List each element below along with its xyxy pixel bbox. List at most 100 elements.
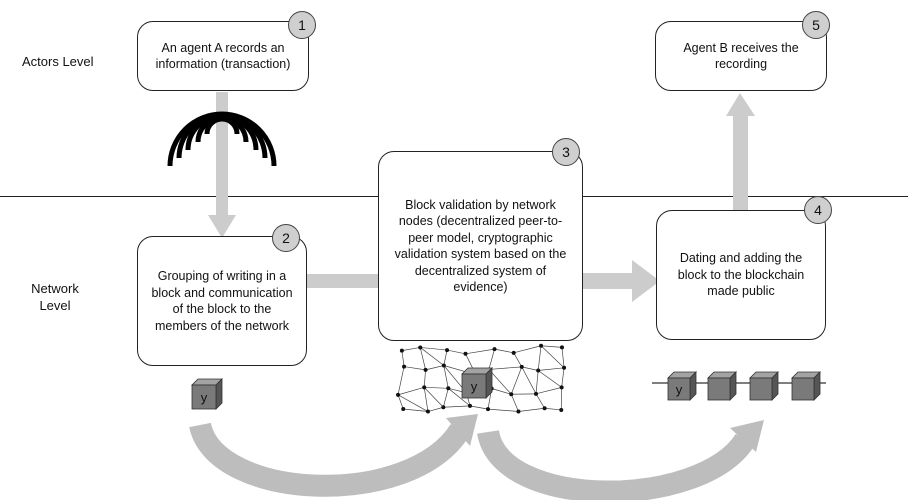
mesh-node <box>519 364 524 369</box>
mesh-node <box>467 403 472 408</box>
step-4-badge: 4 <box>804 196 832 224</box>
mesh-node <box>446 386 451 391</box>
curved-arrow-block-to-network <box>189 414 478 497</box>
mesh-link <box>488 366 522 370</box>
mesh-link <box>521 366 539 371</box>
network-block-cube-icon: y <box>461 367 493 399</box>
mesh-link <box>424 386 449 389</box>
step-5-badge: 5 <box>802 11 830 39</box>
mesh-node <box>559 385 564 390</box>
mesh-node <box>445 348 450 353</box>
mesh-link <box>488 349 495 370</box>
mesh-link <box>420 347 445 366</box>
mesh-node <box>399 348 404 353</box>
mesh-link <box>397 366 405 395</box>
mesh-link <box>521 366 537 395</box>
mesh-node <box>559 345 564 350</box>
mesh-link <box>513 352 523 368</box>
mesh-link <box>535 387 562 395</box>
mesh-link <box>403 408 428 412</box>
mesh-link <box>518 407 545 412</box>
network-level-label-line1: Network <box>31 281 79 296</box>
mesh-node <box>463 351 468 356</box>
mesh-node <box>511 350 516 355</box>
step-1-text: An agent A records an information (trans… <box>155 40 291 72</box>
mesh-link <box>465 348 495 355</box>
mesh-node <box>402 364 407 369</box>
mesh-node <box>559 407 564 412</box>
mesh-link <box>510 394 519 412</box>
block-cube-label: y <box>201 390 208 405</box>
network-level-label: Network Level <box>22 280 88 314</box>
mesh-link <box>401 350 405 367</box>
mesh-link <box>540 345 565 369</box>
mesh-link <box>537 345 542 371</box>
mesh-link <box>487 408 519 412</box>
mesh-link <box>537 370 562 388</box>
block-cube-icon: y <box>191 378 223 410</box>
mesh-link <box>538 367 565 371</box>
broadcast-signal-icon <box>167 111 277 167</box>
mesh-link <box>491 388 512 395</box>
network-block-cube-label: y <box>471 379 478 394</box>
mesh-node <box>539 343 544 348</box>
step-1-badge: 1 <box>288 11 316 39</box>
mesh-link <box>425 365 444 371</box>
mesh-link <box>443 365 449 389</box>
blockchain-chain-icon: y <box>652 371 826 401</box>
mesh-node <box>418 345 423 350</box>
mesh-node <box>492 347 497 352</box>
mesh-link <box>397 394 404 410</box>
chain-block-3-icon <box>749 371 779 401</box>
mesh-node <box>396 392 401 397</box>
step-4-text: Dating and adding the block to the block… <box>677 251 805 299</box>
mesh-link <box>561 347 565 368</box>
mesh-link <box>541 345 563 348</box>
mesh-link <box>397 394 429 412</box>
step-3-box: Block validation by network nodes (decen… <box>378 151 583 341</box>
step-3-text: Block validation by network nodes (decen… <box>394 197 567 295</box>
mesh-link <box>513 345 542 354</box>
chain-block-label: y <box>676 382 683 397</box>
step-1-box: An agent A records an information (trans… <box>137 21 309 91</box>
mesh-link <box>448 388 471 407</box>
arrow-step2-to-step3 <box>306 274 381 288</box>
arrow-step4-to-step5 <box>726 93 755 212</box>
mesh-node <box>486 407 491 412</box>
mesh-link <box>423 369 426 388</box>
mesh-link <box>420 347 448 351</box>
mesh-node <box>509 392 514 397</box>
actors-level-label: Actors Level <box>22 54 94 69</box>
mesh-link <box>443 405 470 408</box>
mesh-link <box>423 387 444 408</box>
mesh-link <box>561 367 565 388</box>
mesh-link <box>419 347 426 370</box>
mesh-link <box>423 387 429 412</box>
mesh-node <box>536 368 541 373</box>
network-level-label-line2: Level <box>39 298 71 313</box>
mesh-link <box>488 369 512 395</box>
mesh-node <box>534 391 539 396</box>
step-4-box: Dating and adding the block to the block… <box>656 210 826 340</box>
step-2-badge: 2 <box>272 224 300 252</box>
mesh-link <box>427 406 444 412</box>
mesh-node <box>441 363 446 368</box>
mesh-node <box>401 407 406 412</box>
arrow-step1-to-step2 <box>208 92 236 238</box>
mesh-link <box>446 349 466 355</box>
arrow-step3-to-step4 <box>582 260 660 302</box>
mesh-link <box>443 349 448 366</box>
mesh-link <box>397 386 425 396</box>
chain-block-1-icon: y <box>667 371 697 401</box>
mesh-node <box>425 409 430 414</box>
mesh-link <box>544 407 562 411</box>
chain-block-2-icon <box>707 371 737 401</box>
step-5-text: Agent B receives the recording <box>683 40 799 72</box>
mesh-link <box>443 388 449 408</box>
mesh-link <box>401 347 421 351</box>
chain-block-4-icon <box>791 371 821 401</box>
mesh-link <box>535 393 545 409</box>
mesh-link <box>404 366 426 371</box>
mesh-node <box>542 406 547 411</box>
